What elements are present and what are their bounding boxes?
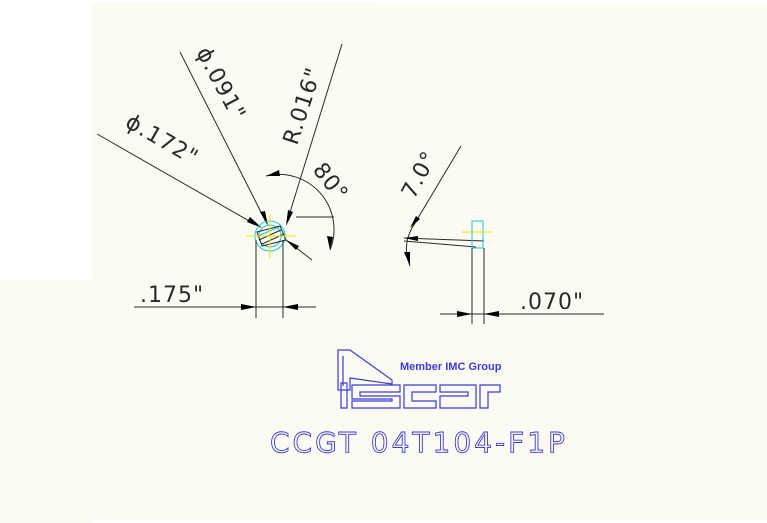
leader-angle-7	[411, 145, 462, 229]
insert-section	[471, 220, 484, 249]
logo-letter-r	[479, 384, 501, 409]
logo-letter-s	[351, 384, 401, 409]
arrowhead	[286, 210, 293, 226]
leader-dia-091	[179, 51, 267, 223]
angle-80-arc	[265, 173, 335, 251]
logo-letter-a	[439, 384, 477, 409]
logo-letter-i	[337, 349, 393, 391]
leader-dia-172	[96, 133, 259, 227]
part-number: CCGT 04T104-F1P	[270, 426, 568, 459]
arrowhead	[247, 217, 262, 228]
iscar-logo: Member IMC Group	[337, 349, 502, 409]
drawing-sheet	[92, 2, 767, 520]
logo-letter-c	[403, 384, 437, 409]
logo-tagline: Member IMC Group	[400, 361, 502, 373]
tip-hatch	[256, 225, 287, 247]
leader-rad-016	[286, 43, 343, 223]
dim-len-175: .175"	[140, 283, 204, 308]
dim-len-070: .070"	[520, 290, 584, 315]
arrowhead	[260, 211, 268, 226]
